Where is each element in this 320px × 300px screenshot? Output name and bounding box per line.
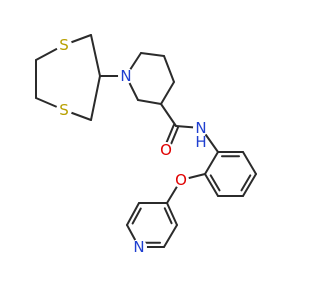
bond-a4-a5 <box>90 75 101 121</box>
atom-mask-O_carbonyl <box>158 142 174 158</box>
bond-b3-b4 <box>242 173 257 197</box>
atom-mask-S2 <box>56 102 72 118</box>
atom-label-NH: N <box>195 119 206 137</box>
bond-y5-y6 <box>126 202 140 226</box>
bond-p2-p3 <box>163 55 175 83</box>
bond-y1-y2 <box>166 202 178 226</box>
atom-label-O_ether: O <box>175 171 187 189</box>
bond-y2-y3 <box>163 224 178 248</box>
bond-p1-p2 <box>140 52 165 57</box>
atom-label-O_carbonyl: O <box>160 141 172 159</box>
bond-b5-b6 <box>204 173 219 197</box>
bond-a5-a1 <box>90 34 101 77</box>
bond-p4-c_am <box>160 103 177 127</box>
bond-y5-y6-inner <box>131 207 142 225</box>
atom-mask-NH <box>193 120 209 136</box>
bond-b6-b1 <box>204 151 219 175</box>
bond-layer <box>35 34 257 248</box>
bond-b3-b4-inner <box>240 174 252 192</box>
atom-label-S1: S <box>59 36 69 54</box>
atom-mask-N_pyr <box>131 239 147 255</box>
atom-label-H_amide: H <box>195 133 206 151</box>
bond-p3-p4 <box>160 81 175 105</box>
bond-p4-p5 <box>137 99 162 105</box>
atom-label-N_pyr: N <box>133 238 144 256</box>
atom-mask-O_ether <box>173 172 189 188</box>
bond-b5-b6-inner <box>209 174 221 192</box>
atom-label-S2: S <box>59 101 69 119</box>
bond-b2-b3 <box>242 151 257 175</box>
bond-y1-y2-inner <box>163 207 173 225</box>
atom-label-N_pip: N <box>120 67 131 85</box>
atom-mask-N_pip <box>118 68 134 84</box>
atom-mask-S1 <box>56 37 72 53</box>
